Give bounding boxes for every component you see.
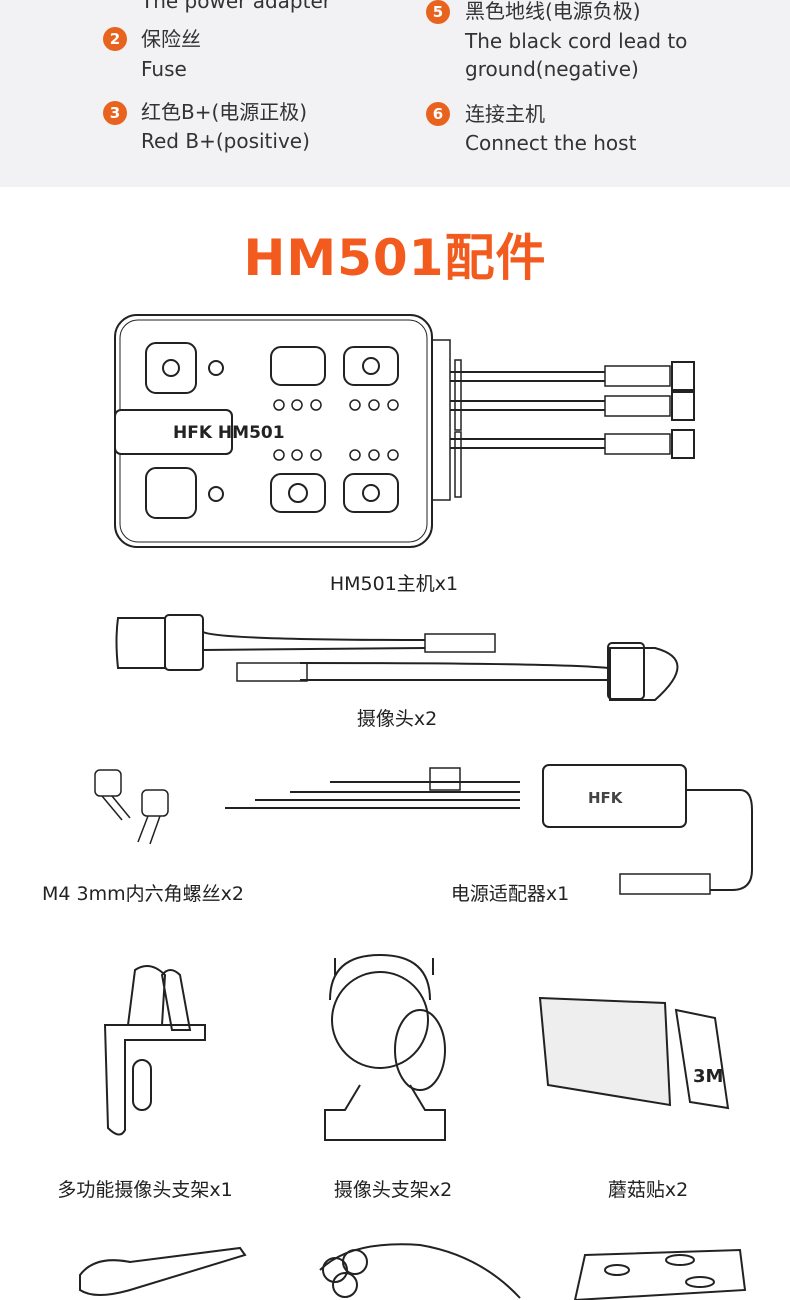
legend-item-en-2: ground(negative) xyxy=(465,57,639,81)
camera-illustration xyxy=(115,614,679,701)
number-badge: 5 xyxy=(426,0,450,24)
device-logo: HFK HM501 xyxy=(173,423,285,443)
screws-illustration xyxy=(94,769,169,845)
camera-bracket-illustration xyxy=(324,953,446,1141)
lock-record-icon xyxy=(145,467,197,519)
accessory-label-velcro: 蘑菇贴x2 xyxy=(607,1179,689,1201)
host-device-illustration xyxy=(114,314,695,548)
gps-icon xyxy=(270,473,326,513)
legend-panel xyxy=(0,0,790,187)
legend-item-en: Fuse xyxy=(141,57,187,81)
legend-item-zh: 连接主机 xyxy=(465,102,545,126)
legend-item-en: Connect the host xyxy=(465,131,637,155)
mic-icon xyxy=(343,473,399,513)
legend-item-zh: 红色B+(电源正极) xyxy=(141,100,308,124)
multi-bracket-illustration xyxy=(103,965,206,1136)
power-icon xyxy=(343,346,399,386)
velcro-illustration xyxy=(538,996,730,1110)
number-badge: 6 xyxy=(426,102,450,126)
accessory-label-camera: 摄像头x2 xyxy=(356,708,438,730)
accessory-label-camera-bracket: 摄像头支架x2 xyxy=(333,1179,453,1201)
power-adapter-illustration xyxy=(225,764,753,895)
tools-illustration xyxy=(79,1243,747,1300)
accessory-label-multi-bracket: 多功能摄像头支架x1 xyxy=(57,1179,233,1201)
velcro-3m-mark: 3M xyxy=(693,1066,723,1087)
number-badge: 3 xyxy=(103,101,127,125)
legend-item-en: The black cord lead to xyxy=(465,29,688,53)
legend-item-zh: 黑色地线(电源负极) xyxy=(465,0,641,23)
number-badge: 2 xyxy=(103,27,127,51)
section-title: HM501配件 xyxy=(243,229,547,287)
camera-icon xyxy=(145,342,197,394)
accessory-label-adapter: 电源适配器x1 xyxy=(450,883,570,905)
legend-item-en: Red B+(positive) xyxy=(141,129,310,153)
legend-item-en: The power adapter xyxy=(141,0,331,13)
adapter-logo: HFK xyxy=(588,789,624,807)
accessory-label-host: HM501主机x1 xyxy=(329,573,459,595)
wifi-icon xyxy=(270,346,326,386)
legend-item-zh: 保险丝 xyxy=(141,27,201,51)
accessory-label-screws: M4 3mm内六角螺丝x2 xyxy=(42,883,244,905)
